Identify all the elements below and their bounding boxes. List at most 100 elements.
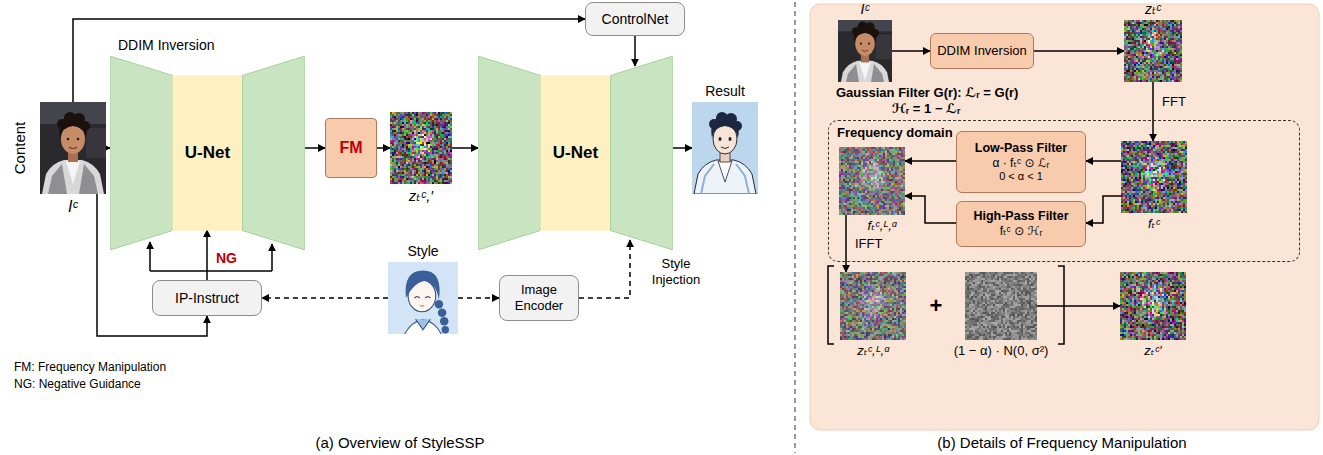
annotation-label: FM: Frequency Manipulation	[14, 360, 166, 374]
drawing-part	[69, 147, 77, 149]
branch-arrow	[149, 242, 151, 271]
frequency-region: Frequency domainfₜᶜ,ᴸ,ᵅLow-Pass Filterα …	[828, 120, 1300, 262]
process-box: IP-Instruct	[152, 280, 262, 316]
process-box: Low-Pass Filterα · fₜᶜ ⊙ ℒᵣ0 < α < 1	[956, 131, 1086, 193]
box-label: Low-Pass Filter	[975, 141, 1067, 156]
drawing-part	[80, 121, 90, 131]
edge-label: Style Injection	[638, 256, 714, 287]
portrait-image	[40, 102, 106, 194]
drawing-part	[67, 138, 70, 141]
drawing-part	[77, 138, 80, 141]
branch-line	[150, 270, 272, 272]
caption-label: zₜᶜ,′	[409, 187, 433, 205]
caption-label: zₜᶜ′	[1144, 343, 1161, 359]
caption-label: Iᶜ	[68, 197, 78, 216]
noise-image: (1 − α) · N(0, σ²)	[965, 272, 1037, 340]
drawing-part	[388, 262, 458, 334]
photo-image: Style	[388, 262, 458, 334]
panel-separator	[794, 2, 795, 453]
process-box: ControlNet	[585, 2, 685, 36]
drawing-part	[694, 160, 756, 194]
drawing-part	[871, 29, 879, 37]
connector-arrow	[1037, 305, 1120, 307]
noise-image: zₜᶜ,ᴸ,ᵅ	[840, 272, 906, 340]
noise-canvas	[1121, 141, 1187, 213]
connector-arrow	[905, 196, 956, 223]
process-box: Image Encoder	[499, 275, 579, 321]
connector-arrow	[1034, 50, 1124, 52]
drawing-part	[838, 20, 892, 82]
caption-label: Iᶜ	[861, 1, 870, 18]
connector-arrow	[106, 147, 110, 149]
drawing-part	[425, 297, 430, 298]
edge-label: FFT	[1160, 94, 1188, 110]
drawing-part	[838, 20, 892, 31]
drawing-part	[86, 128, 106, 158]
drawing-part	[729, 137, 732, 141]
drawing-part	[438, 309, 446, 317]
drawing-part	[440, 317, 448, 325]
drawing-part	[48, 164, 67, 194]
caption-label: zₜᶜ	[1145, 1, 1161, 18]
drawing-part	[420, 305, 424, 307]
box-label: 0 < α < 1	[999, 170, 1043, 183]
drawing-part	[701, 164, 714, 194]
drawing-part	[845, 64, 861, 82]
connector-arrow	[1086, 196, 1121, 223]
box-label: ControlNet	[602, 11, 669, 28]
connector-arrow	[305, 147, 325, 149]
drawing-part	[40, 102, 106, 194]
connector-arrow	[845, 215, 847, 272]
box-label: DDIM Inversion	[937, 43, 1027, 59]
portrait-image	[838, 20, 892, 82]
process-box: FM	[325, 118, 377, 178]
connector-arrow	[206, 230, 208, 280]
drawing-part	[172, 75, 242, 230]
box-label: fₜᶜ ⊙ ℋᵣ	[1000, 224, 1043, 238]
connector-arrow	[579, 240, 630, 298]
drawing-part	[859, 62, 870, 81]
drawing-part	[110, 56, 172, 250]
drawing-part	[243, 56, 305, 250]
drawing-part	[868, 43, 870, 45]
panel-background	[810, 4, 1319, 430]
caption-label: Result	[705, 83, 745, 100]
noise-canvas	[840, 272, 906, 340]
box-label: IP-Instruct	[175, 290, 239, 307]
noise-image: zₜᶜ′	[1120, 272, 1186, 340]
annotation-label: Gaussian Filter G(r): ℒᵣ = G(r)	[836, 85, 1018, 101]
caption-label: fₜᶜ	[1148, 216, 1160, 232]
drawing-part	[442, 326, 449, 333]
box-label: FM	[339, 138, 362, 157]
drawing-part	[862, 50, 869, 51]
annotation-label: ℋᵣ = 1 − ℒᵣ	[892, 101, 961, 117]
noise-canvas	[839, 147, 905, 215]
drawing-part	[415, 297, 420, 298]
drawing-part	[732, 121, 742, 131]
process-box: High-Pass Filterfₜᶜ ⊙ ℋᵣ	[956, 201, 1086, 247]
caption-label: fₜᶜ,ᴸ,ᵅ	[868, 218, 897, 234]
bracket	[1058, 266, 1064, 344]
connector-arrow	[377, 147, 390, 149]
drawing-part	[611, 56, 673, 250]
drawing-part	[40, 102, 106, 124]
box-label: α · fₜᶜ ⊙ ℒᵣ	[993, 156, 1050, 170]
portrait-image	[692, 102, 758, 194]
box-label: U-Net	[185, 143, 230, 163]
drawing-part	[840, 61, 891, 82]
noise-canvas	[965, 272, 1037, 340]
edge-label: IFFT	[853, 236, 884, 252]
noise-canvas	[1124, 20, 1182, 82]
drawing-part	[66, 161, 80, 184]
connector-arrow	[1152, 82, 1154, 141]
unet-block: U-Net	[478, 56, 673, 250]
photo-image: Result	[692, 102, 758, 194]
drawing-part	[721, 147, 729, 149]
drawing-part	[406, 270, 440, 300]
drawing-part	[435, 300, 443, 308]
connector-arrow	[634, 36, 636, 66]
noise-canvas	[390, 112, 452, 184]
box-label: U-Net	[553, 143, 598, 163]
